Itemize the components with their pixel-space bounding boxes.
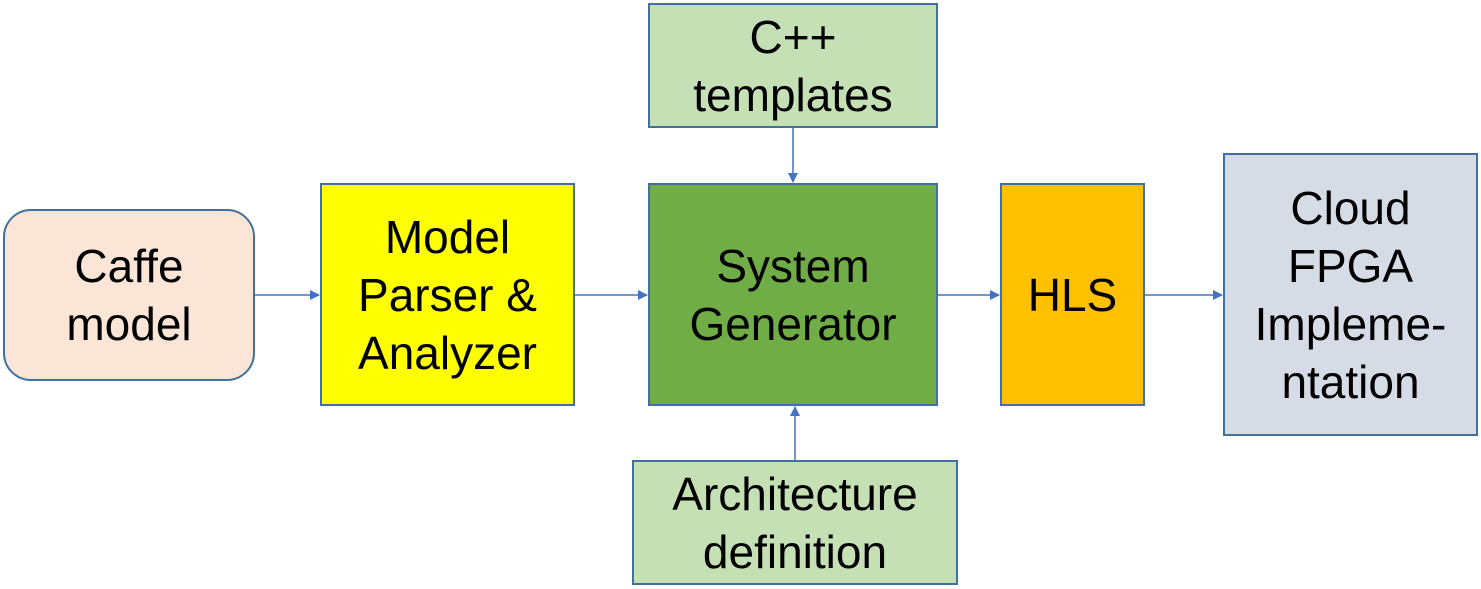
cpp-templates-label: C++ templates [693, 10, 893, 121]
cloud-fpga-label: Cloud FPGA Impleme- ntation [1254, 181, 1447, 408]
cloud-fpga-node: Cloud FPGA Impleme- ntation [1223, 153, 1478, 436]
system-generator-node: System Generator [648, 183, 938, 406]
architecture-definition-label: Architecture definition [672, 467, 918, 578]
model-parser-label: Model Parser & Analyzer [358, 210, 537, 379]
caffe-model-node: Caffe model [3, 209, 255, 381]
model-parser-node: Model Parser & Analyzer [320, 183, 575, 406]
hls-label: HLS [1027, 268, 1118, 321]
system-generator-label: System Generator [689, 239, 897, 350]
cpp-templates-node: C++ templates [648, 3, 938, 128]
caffe-model-label: Caffe model [66, 240, 192, 350]
hls-node: HLS [1000, 183, 1145, 406]
architecture-definition-node: Architecture definition [632, 460, 958, 585]
